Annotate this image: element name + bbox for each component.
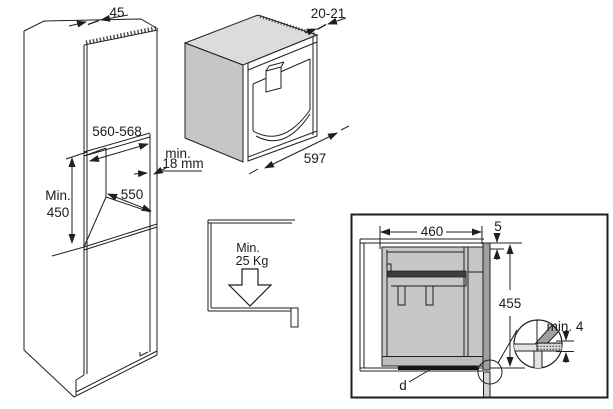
machine-spout	[265, 66, 282, 93]
machine-top-edge-hatching	[259, 15, 316, 36]
down-arrow-icon	[227, 268, 273, 307]
dim-450-extensions	[51, 151, 88, 257]
dim-5-label: 5	[494, 219, 502, 234]
section-front-panel-lower	[483, 371, 491, 398]
shelf-min-label: Min.	[236, 241, 260, 255]
dim-45-label: 45	[109, 5, 124, 20]
detail-circle-contents	[514, 320, 562, 368]
dim-18mm-arrow-inner	[133, 170, 148, 178]
dim-18mm-value: 18 mm	[162, 156, 203, 171]
cabinet-view: 45 560-568 550 Min. 450 min. 18 mm	[23, 5, 204, 398]
dim-550-label: 550	[121, 187, 144, 202]
dim-45-tick	[87, 19, 100, 26]
dim-560-568-arrow	[89, 143, 149, 162]
section-pin-left	[397, 285, 406, 306]
dim-455-label: 455	[499, 296, 522, 311]
dim-597-label: 597	[304, 151, 327, 166]
dim-460-label: 460	[421, 224, 444, 239]
shelf-bracket-tab	[290, 307, 299, 328]
shelf-bracket	[207, 219, 295, 312]
section-front-panel	[482, 242, 491, 371]
dim-450-value: 450	[47, 205, 70, 220]
shelf-load-view: Min. 25 Kg	[207, 219, 299, 328]
corner-marker-circle	[477, 359, 503, 385]
dim-min4-label: min. 4	[547, 319, 584, 334]
dim-20-21-tick	[316, 23, 327, 31]
machine-left-face	[184, 42, 244, 163]
cabinet-outline	[23, 18, 159, 398]
seal-label: d	[399, 378, 407, 393]
section-base-platform	[381, 356, 484, 367]
detail-leader-line	[497, 329, 518, 364]
section-seal-strip	[398, 366, 478, 370]
dim-18mm-arrow-outer	[153, 166, 167, 175]
dim-560-568-label: 560-568	[92, 124, 142, 139]
section-view: 460 5 455 min. 4 d	[350, 213, 609, 399]
dim-597-arrow	[264, 132, 338, 169]
detail-seal-dotted-strip	[536, 342, 562, 352]
dim-20-21-label: 20-21	[311, 6, 346, 21]
dim-597-extensions	[248, 125, 350, 175]
shelf-load-value: 25 Kg	[236, 254, 269, 268]
cabinet-top-edge-hatching	[85, 26, 157, 45]
dim-45-arrow-left	[68, 20, 87, 28]
seal-leader-line	[408, 368, 432, 383]
dim-min4-ticks	[556, 340, 574, 352]
section-rail-band	[387, 270, 467, 278]
machine-view: 20-21 597	[183, 6, 350, 175]
dim-20-21-arrow-right	[327, 17, 347, 25]
detail-left-band	[514, 343, 538, 352]
dim-550-arrow	[107, 193, 152, 212]
machine-spout-top	[265, 61, 285, 72]
cabinet-niche-lines	[83, 132, 158, 352]
section-pin-right	[425, 285, 434, 306]
detail-lower-bar	[533, 350, 543, 368]
dim-18mm-min-label: min.	[165, 146, 191, 161]
dim-20-21-arrow-left	[304, 28, 317, 36]
dim-45-arrow-right	[100, 14, 129, 22]
dim-450-min-label: Min.	[45, 188, 71, 203]
